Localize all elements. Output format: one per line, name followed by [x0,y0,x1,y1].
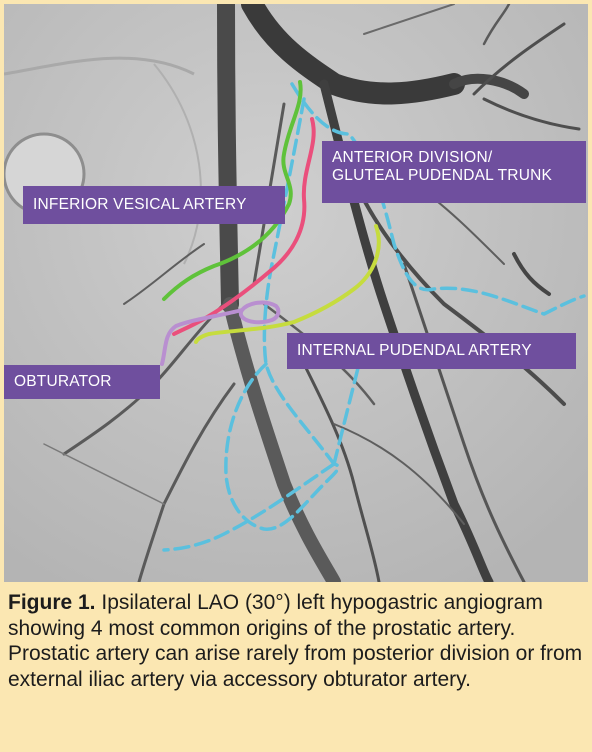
figure-caption: Figure 1. Ipsilateral LAO (30°) left hyp… [8,590,584,692]
figure-caption-text: Ipsilateral LAO (30°) left hypogastric a… [8,591,583,691]
angiogram-drawing [4,4,588,582]
artery-traces [160,80,586,552]
angiogram-image [4,4,588,582]
inferior-vesical-label: INFERIOR VESICAL ARTERY [23,186,285,224]
main-trunk-trace [290,82,586,316]
inferior-vesical-trace [162,80,303,301]
internal-pudendal-label: INTERNAL PUDENDAL ARTERY [287,333,576,369]
obturator-trace [160,300,281,366]
anterior-division-label-line1: ANTERIOR DIVISION/ [332,149,493,166]
figure-number: Figure 1. [8,591,96,614]
anterior-division-label-line2: GLUTEAL PUDENDAL TRUNK [332,167,553,184]
anterior-division-label: ANTERIOR DIVISION/ GLUTEAL PUDENDAL TRUN… [322,141,586,203]
obturator-label: OBTURATOR [4,365,160,399]
internal-pudendal-trace [194,224,381,344]
